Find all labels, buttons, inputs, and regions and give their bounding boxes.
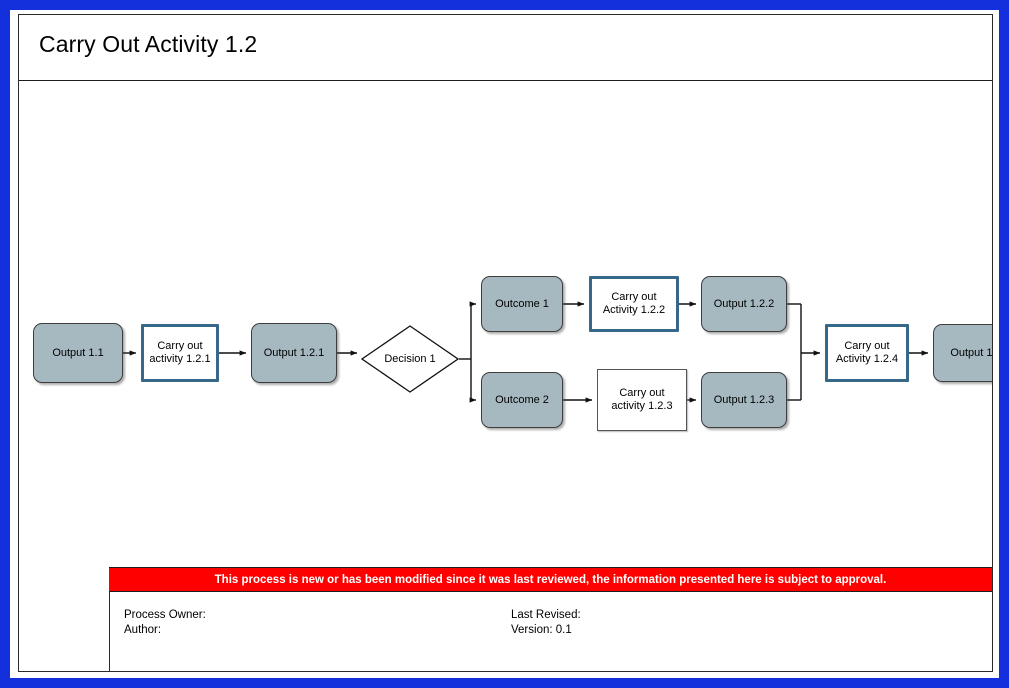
footer-block: Process Owner: Author: Last Revised: Ver… [19,592,992,671]
footer-logo-cell [19,592,109,671]
node-activity-1-2-1[interactable]: Carry out activity 1.2.1 [141,324,219,382]
node-label-line2: activity 1.2.3 [611,400,673,412]
footer-right-column: Last Revised: Version: 0.1 [511,608,581,638]
node-label: Output 1.2 [950,346,993,359]
node-label-line1: Carry out [157,340,203,352]
process-owner-label: Process Owner: [124,609,206,621]
page-title: Carry Out Activity 1.2 [39,31,258,57]
approval-warning-banner: This process is new or has been modified… [109,567,992,592]
footer-left-column: Process Owner: Author: [124,608,206,638]
node-decision-1[interactable]: Decision 1 [361,325,459,393]
node-label-line1: Carry out [844,340,890,352]
node-label: Output 1.2.1 [263,346,325,359]
node-label-line2: Activity 1.2.4 [835,353,899,365]
node-output-1-2-1[interactable]: Output 1.2.1 [251,323,337,383]
node-output-1-2[interactable]: Output 1.2 [933,324,993,382]
node-output-1-2-3[interactable]: Output 1.2.3 [701,372,787,428]
author-label: Author: [124,624,162,636]
diamond-shape [361,325,459,393]
version-label: Version: 0.1 [511,624,572,636]
document-sheet: Carry Out Activity 1.2 [18,14,993,672]
flowchart-canvas: Output 1.1 Carry out activity 1.2.1 Outp… [19,81,992,567]
last-revised-label: Last Revised: [511,609,581,621]
node-label: Carry out activity 1.2.3 [611,387,672,413]
node-label-line1: Carry out [611,291,657,303]
node-label: Decision 1 [384,352,436,365]
node-activity-1-2-3[interactable]: Carry out activity 1.2.3 [597,369,687,431]
node-outcome-1[interactable]: Outcome 1 [481,276,563,332]
node-output-1-2-2[interactable]: Output 1.2.2 [701,276,787,332]
node-label: Outcome 2 [495,393,549,406]
footer-divider [109,592,110,671]
node-label-line2: Activity 1.2.2 [602,304,666,316]
warning-text: This process is new or has been modified… [214,573,887,586]
node-label: Carry out activity 1.2.1 [149,340,210,366]
node-label-line2: activity 1.2.1 [149,353,211,365]
node-label: Outcome 1 [495,297,549,310]
node-outcome-2[interactable]: Outcome 2 [481,372,563,428]
title-band: Carry Out Activity 1.2 [19,15,992,81]
node-activity-1-2-4[interactable]: Carry out Activity 1.2.4 [825,324,909,382]
node-label: Output 1.2.2 [713,297,775,310]
node-label: Output 1.1 [52,346,104,359]
node-label-line1: Carry out [619,387,665,399]
node-output-1-1[interactable]: Output 1.1 [33,323,123,383]
flowchart-connectors [123,301,929,403]
node-activity-1-2-2[interactable]: Carry out Activity 1.2.2 [589,276,679,332]
node-label: Output 1.2.3 [713,393,775,406]
node-label: Carry out Activity 1.2.2 [603,291,665,317]
node-label: Carry out Activity 1.2.4 [836,340,898,366]
